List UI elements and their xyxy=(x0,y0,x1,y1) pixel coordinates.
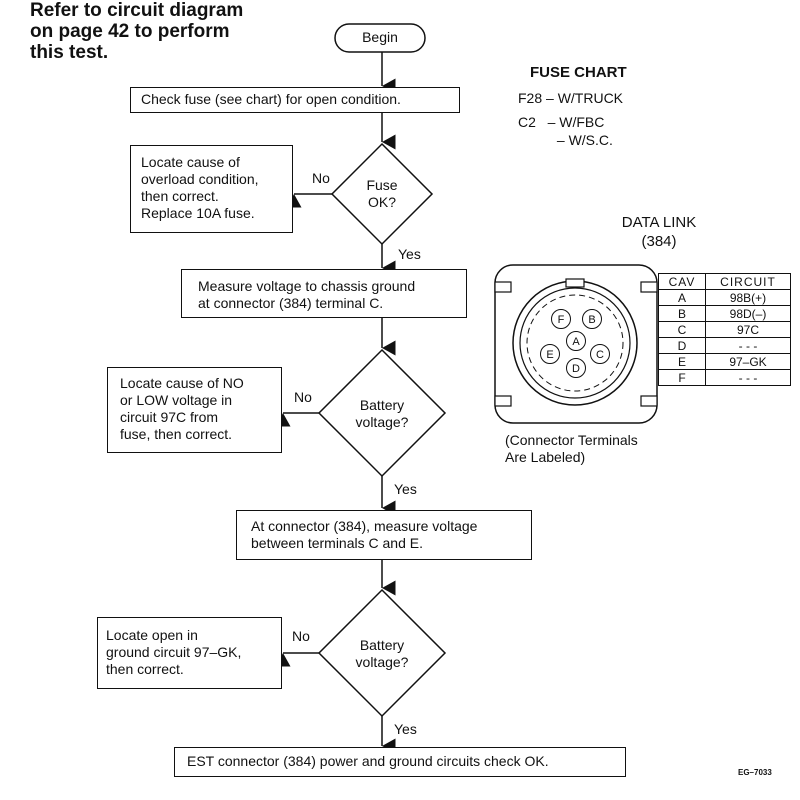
circuit-cell: 98D(–) xyxy=(705,305,791,322)
cav-cell: B xyxy=(658,305,706,322)
no-box-open-ground: Locate open in ground circuit 97–GK, the… xyxy=(97,617,282,689)
pin-a: A xyxy=(566,331,586,351)
cav-cell: D xyxy=(658,337,706,354)
cav-cell: C xyxy=(658,321,706,338)
circuit-cell: 98B(+) xyxy=(705,289,791,306)
data-link-title: DATA LINK (384) xyxy=(621,214,697,250)
column-header-circuit: CIRCUIT xyxy=(705,273,791,290)
instruction-note: Refer to circuit diagram on page 42 to p… xyxy=(30,0,244,63)
table-header-row: CAV CIRCUIT xyxy=(658,273,791,290)
step-measure-voltage-terminal-c: Measure voltage to chassis ground at con… xyxy=(181,269,467,318)
cav-cell: E xyxy=(658,353,706,370)
fuse-chart-title: FUSE CHART xyxy=(530,64,627,81)
decision-battery-voltage-2: Battery voltage? xyxy=(355,637,409,670)
no-label-3: No xyxy=(292,628,310,644)
circuit-cell: 97C xyxy=(705,321,791,338)
pin-c: C xyxy=(590,344,610,364)
circuit-cell: - - - xyxy=(705,369,791,386)
pin-d: D xyxy=(566,358,586,378)
step-check-fuse: Check fuse (see chart) for open conditio… xyxy=(130,87,460,113)
no-box-replace-fuse: Locate cause of overload condition, then… xyxy=(130,145,293,233)
begin-terminator xyxy=(334,23,426,53)
yes-label-2: Yes xyxy=(394,481,417,497)
table-row: E 97–GK xyxy=(658,353,791,370)
no-label-2: No xyxy=(294,389,312,405)
table-row: F - - - xyxy=(658,369,791,386)
pin-b: B xyxy=(582,309,602,329)
no-label-1: No xyxy=(312,170,330,186)
fuse-row-2: C2 – W/FBC xyxy=(518,114,605,130)
pin-f: F xyxy=(551,309,571,329)
table-row: D - - - xyxy=(658,337,791,354)
cav-cell: F xyxy=(658,369,706,386)
yes-label-3: Yes xyxy=(394,721,417,737)
no-box-low-voltage: Locate cause of NO or LOW voltage in cir… xyxy=(107,367,282,453)
figure-code: EG–7033 xyxy=(738,768,772,777)
begin-label: Begin xyxy=(362,29,398,45)
step-circuits-check-ok: EST connector (384) power and ground cir… xyxy=(174,747,626,777)
pin-e: E xyxy=(540,344,560,364)
yes-label-1: Yes xyxy=(398,246,421,262)
fuse-row-3: – W/S.C. xyxy=(518,132,613,148)
step-measure-c-and-e: At connector (384), measure voltage betw… xyxy=(236,510,532,560)
table-row: B 98D(–) xyxy=(658,305,791,322)
fuse-row-1: F28 – W/TRUCK xyxy=(518,90,624,106)
circuit-cell: - - - xyxy=(705,337,791,354)
connector-caption: (Connector Terminals Are Labeled) xyxy=(505,432,638,465)
table-row: C 97C xyxy=(658,321,791,338)
cav-cell: A xyxy=(658,289,706,306)
decision-battery-voltage-1: Battery voltage? xyxy=(355,397,409,430)
column-header-cav: CAV xyxy=(658,273,706,290)
decision-fuse-ok: Fuse OK? xyxy=(366,177,398,210)
circuit-cell: 97–GK xyxy=(705,353,791,370)
table-row: A 98B(+) xyxy=(658,289,791,306)
cavity-circuit-table: CAV CIRCUIT A 98B(+) B 98D(–) C 97C D - … xyxy=(658,273,791,386)
